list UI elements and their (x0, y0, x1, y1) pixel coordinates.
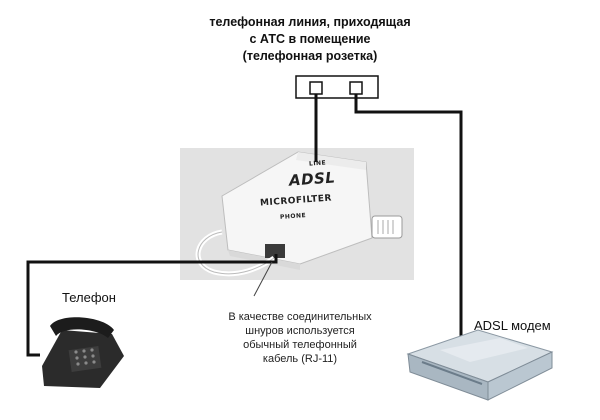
wall-socket-caption-line-1: телефонная линия, приходящая (209, 15, 411, 29)
cable-note-pointer (253, 261, 273, 297)
cable-note-line-1: В качестве соединительных (228, 311, 372, 323)
telephone-icon (42, 317, 124, 388)
wall-socket-caption-line-3: (телефонная розетка) (242, 49, 378, 63)
phone-label: Телефон (62, 290, 116, 305)
cable-note: В качестве соединительных шнуров использ… (205, 310, 395, 366)
filter-brand-label: ADSL (288, 168, 336, 190)
cable-note-line-2: шнуров используется (245, 325, 355, 337)
wall-socket-icon (295, 75, 379, 99)
wall-socket-caption-line-2: с АТС в помещение (249, 32, 371, 46)
wall-socket-caption: телефонная линия, приходящая с АТС в пом… (180, 14, 440, 65)
cable-line-to-modem (354, 94, 463, 340)
cable-filter-to-phone (26, 254, 278, 357)
cable-note-line-3: обычный телефонный (243, 339, 357, 351)
modem-label: ADSL модем (474, 318, 551, 333)
microfilter-icon (195, 151, 403, 277)
cable-note-line-4: кабель (RJ-11) (262, 353, 338, 365)
adsl-modem-icon (406, 329, 554, 401)
filter-line-port-label: LINE (308, 159, 327, 168)
